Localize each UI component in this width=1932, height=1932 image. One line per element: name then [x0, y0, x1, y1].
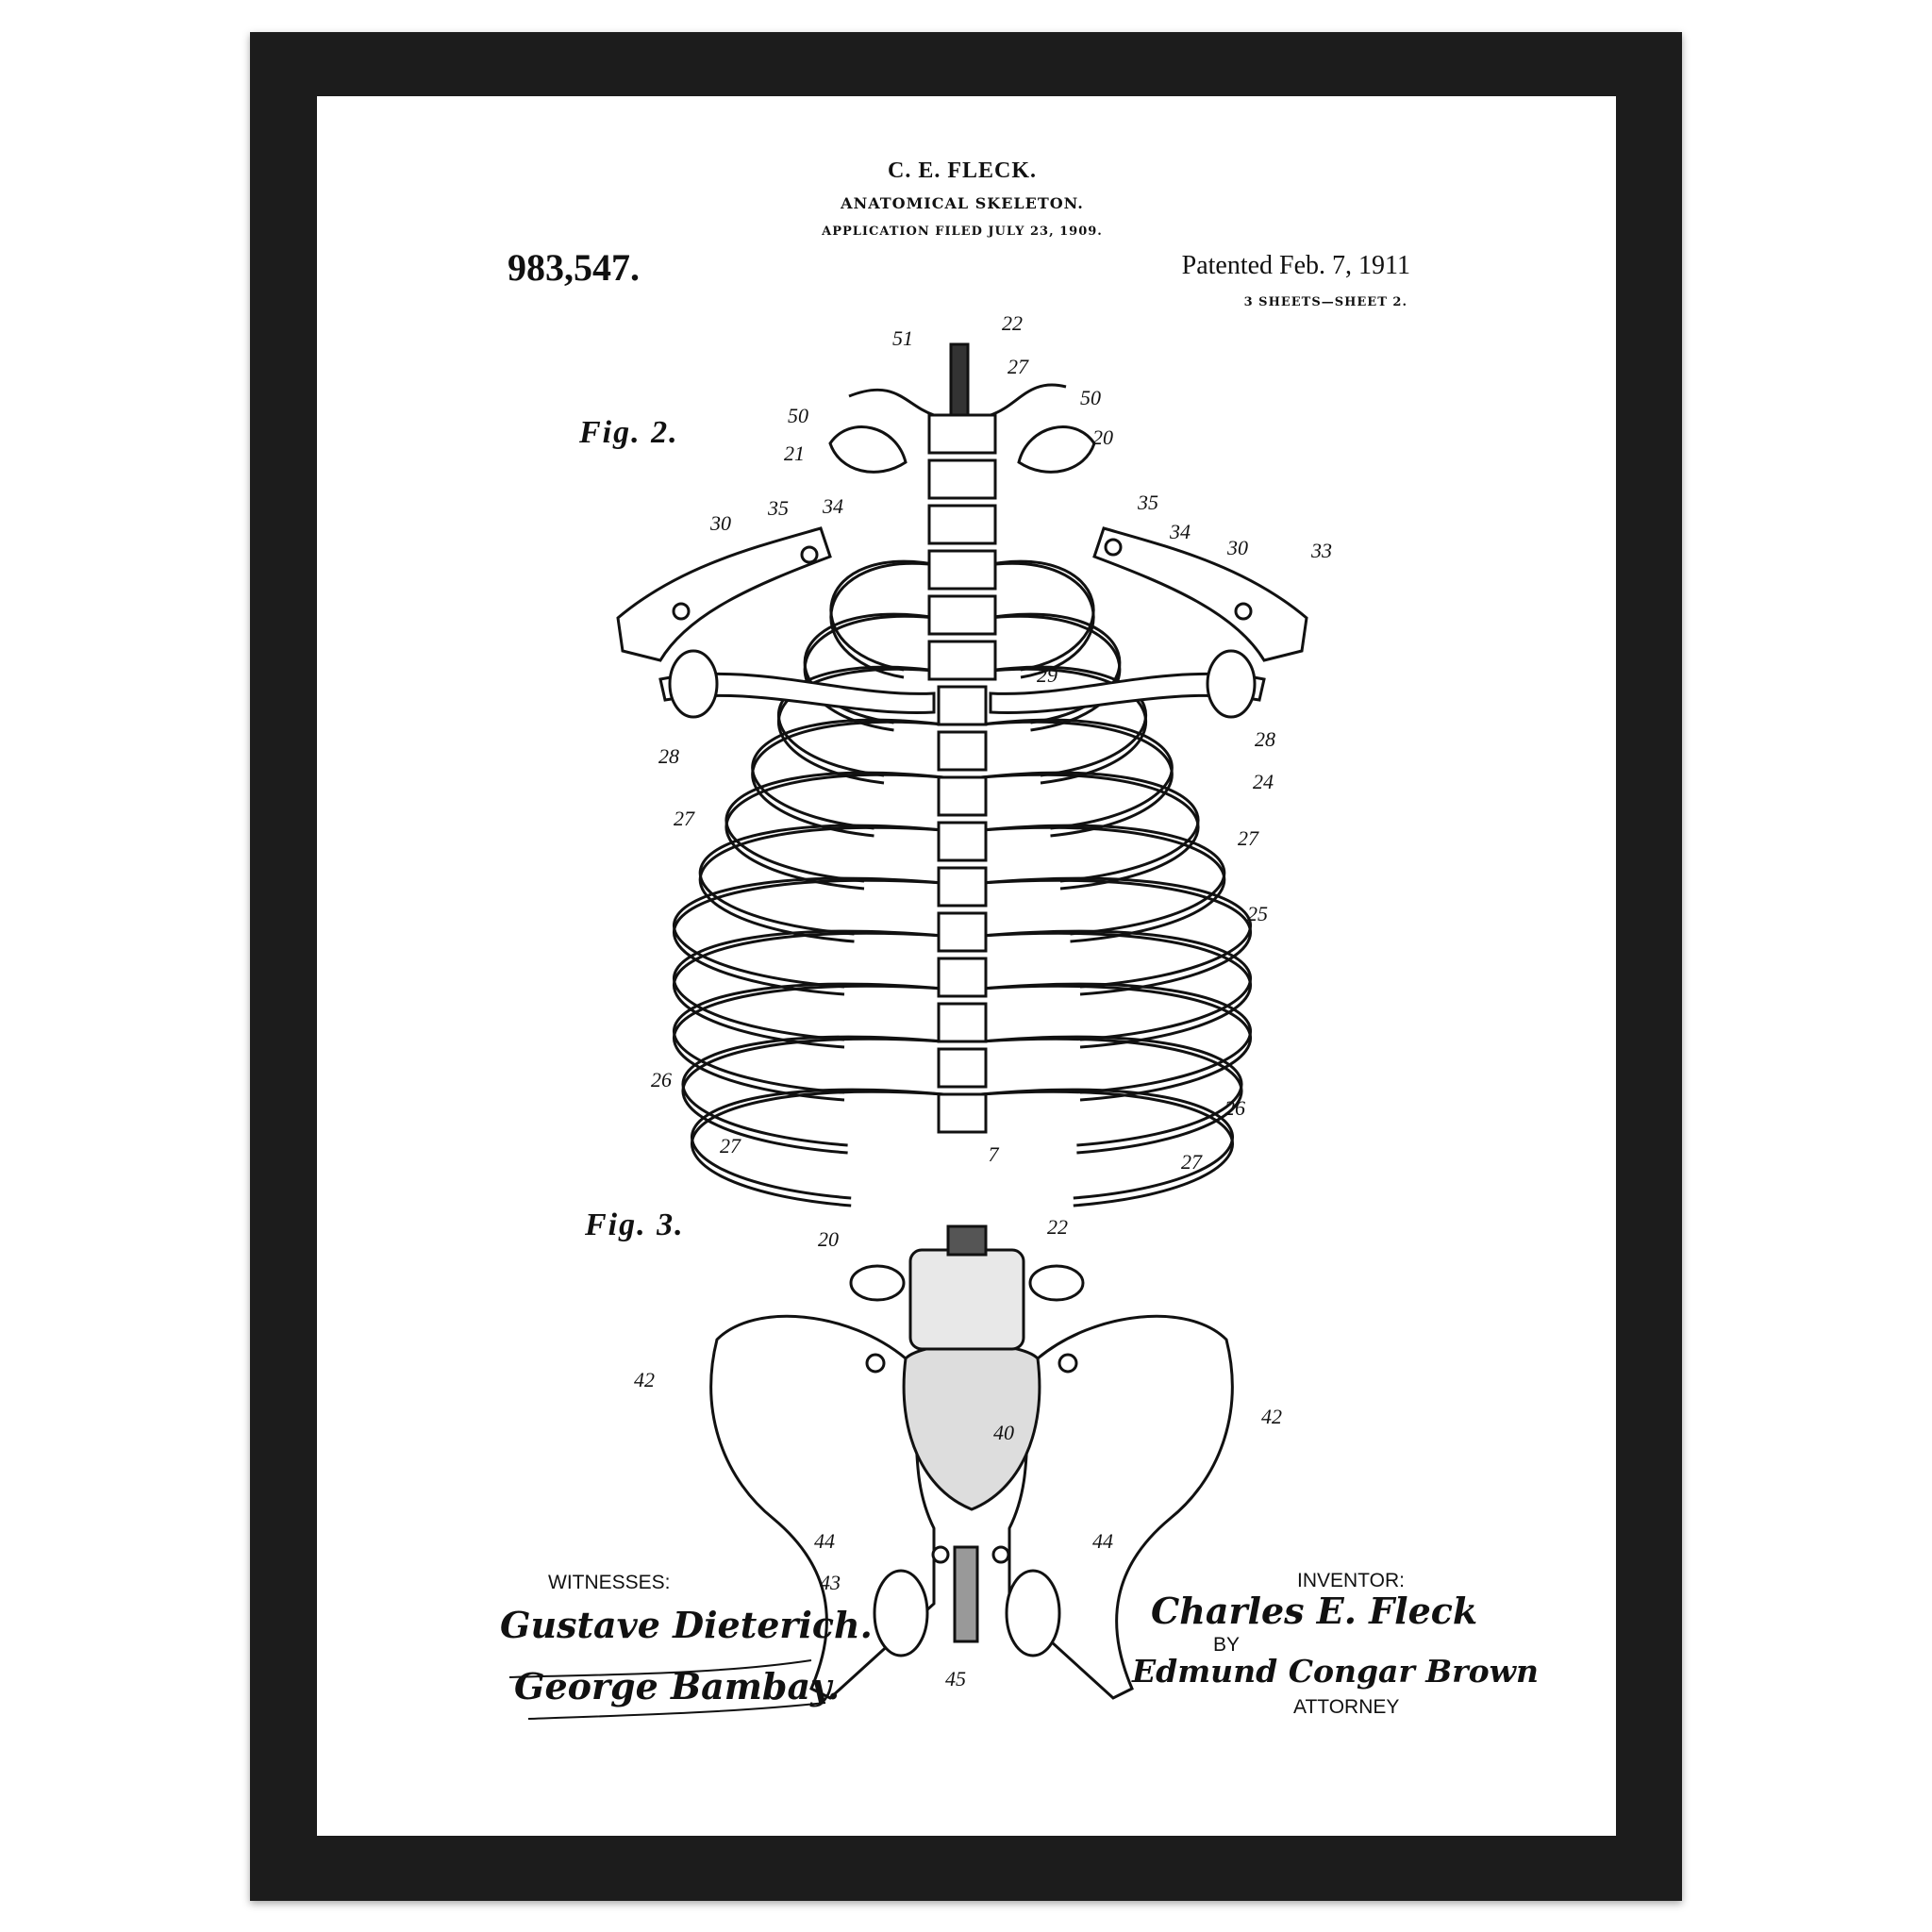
- fig3-reference-numeral: 42: [634, 1368, 655, 1391]
- rib-line: [681, 1035, 1243, 1147]
- rib-line: [698, 825, 1226, 943]
- fig2-reference-numeral: 26: [651, 1068, 672, 1091]
- fig2-reference-numeral: 21: [784, 441, 805, 465]
- rib-line: [673, 929, 1252, 1041]
- vertebra: [937, 821, 988, 862]
- by-label: BY: [1213, 1634, 1241, 1656]
- fig2-reference-numeral: 27: [1238, 826, 1258, 850]
- attorney-label: ATTORNEY: [1293, 1696, 1400, 1718]
- vertebra: [937, 866, 988, 908]
- vertebra: [937, 1092, 988, 1134]
- vertebra: [937, 685, 988, 726]
- fig3-reference-numeral: 20: [818, 1227, 839, 1251]
- fig2-reference-numeral: 22: [1002, 311, 1023, 335]
- fig2-reference-numeral: 28: [1255, 727, 1275, 751]
- fig2-reference-numeral: 50: [788, 404, 808, 427]
- fig3-reference-numeral: 44: [1092, 1529, 1113, 1553]
- rib-line: [724, 771, 1200, 883]
- vertebra: [927, 549, 997, 591]
- vertebra: [937, 1047, 988, 1089]
- vertebra: [927, 640, 997, 681]
- rib-line: [751, 720, 1174, 838]
- vertebra: [927, 458, 997, 500]
- rib-line: [691, 1088, 1234, 1200]
- rib-line: [776, 665, 1148, 777]
- fig2-reference-numeral: 28: [658, 744, 679, 768]
- fig2-reference-numeral: 35: [1138, 491, 1158, 514]
- fig2-reference-numeral: 51: [892, 326, 913, 350]
- clavicles-drawing: [616, 526, 1308, 719]
- fig2-reference-numeral: 27: [674, 807, 694, 830]
- fig3-reference-numeral: 40: [993, 1421, 1014, 1444]
- rib-cage-drawing: [673, 559, 1252, 1208]
- fig2-reference-numeral: 24: [1253, 770, 1274, 793]
- rib-line: [829, 559, 1095, 672]
- witness-signature-2: George Bambay.: [514, 1665, 841, 1707]
- rib-line: [673, 984, 1252, 1102]
- inventor-signature: Charles E. Fleck: [1151, 1590, 1478, 1632]
- witness-signature-1: Gustave Dieterich.: [500, 1604, 873, 1646]
- rib-line: [673, 876, 1252, 989]
- fig3-reference-numeral: 42: [1261, 1405, 1282, 1428]
- patented-date: Patented Feb. 7, 1911: [1181, 251, 1410, 280]
- rib-line: [673, 982, 1252, 1094]
- fig2-reference-numeral: 20: [1092, 425, 1113, 449]
- fig2-reference-numeral: 25: [1247, 902, 1268, 925]
- fig2-reference-numeral: 30: [710, 511, 731, 535]
- fig3-reference-numeral: 45: [945, 1667, 966, 1690]
- vertebra: [927, 413, 997, 455]
- vertebra: [937, 957, 988, 998]
- fig2-reference-numeral: 50: [1080, 386, 1101, 409]
- rib-line: [803, 614, 1122, 732]
- figure-3-label: Fig. 3.: [585, 1208, 685, 1242]
- application-filed-date: APPLICATION FILED JULY 23, 1909.: [822, 225, 1103, 239]
- fig2-reference-numeral: 29: [1037, 663, 1058, 687]
- pelvis-drawing: [709, 1224, 1234, 1700]
- rib-line: [698, 824, 1226, 936]
- figure-2-label: Fig. 2.: [579, 415, 679, 450]
- fig2-reference-numeral: 34: [1170, 520, 1191, 543]
- rib-line: [829, 561, 1095, 679]
- rib-line: [681, 1037, 1243, 1155]
- inventor-name-heading: C. E. FLECK.: [887, 158, 1038, 183]
- fig2-reference-numeral: 35: [768, 496, 789, 520]
- fig2-reference-numeral: 7: [988, 1142, 999, 1166]
- vertebra: [927, 504, 997, 545]
- spine-drawing: [828, 342, 1096, 1134]
- fig2-reference-numeral: 30: [1227, 536, 1248, 559]
- inventor-label: INVENTOR:: [1297, 1570, 1405, 1591]
- vertebra: [937, 775, 988, 817]
- vertebra: [937, 911, 988, 953]
- vertebra: [927, 594, 997, 636]
- fig2-reference-numeral: 27: [1181, 1150, 1202, 1174]
- rib-line: [673, 931, 1252, 1049]
- rib-line: [691, 1090, 1234, 1208]
- rib-line: [776, 667, 1148, 785]
- fig3-reference-numeral: 44: [814, 1529, 835, 1553]
- fig3-reference-numeral: 43: [820, 1571, 841, 1594]
- fig2-reference-numeral: 34: [823, 494, 843, 518]
- rib-line: [673, 878, 1252, 996]
- fig2-reference-numeral: 33: [1311, 539, 1332, 562]
- attorney-signature: Edmund Congar Brown: [1132, 1653, 1539, 1690]
- invention-title: ANATOMICAL SKELETON.: [841, 194, 1084, 212]
- vertebra: [937, 1002, 988, 1043]
- fig2-reference-numeral: 27: [720, 1134, 741, 1158]
- signature-strokes: [508, 1659, 826, 1720]
- rib-line: [751, 718, 1174, 830]
- vertebra: [937, 730, 988, 772]
- fig2-reference-numeral: 27: [1008, 355, 1028, 378]
- patent-number: 983,547.: [508, 246, 640, 289]
- rib-line: [803, 612, 1122, 724]
- fig3-reference-numeral: 22: [1047, 1215, 1068, 1239]
- sheet-count: 3 SHEETS—SHEET 2.: [1243, 295, 1407, 309]
- witnesses-label: WITNESSES:: [548, 1572, 671, 1593]
- fig2-reference-numeral: 26: [1224, 1096, 1245, 1120]
- rib-line: [724, 773, 1200, 891]
